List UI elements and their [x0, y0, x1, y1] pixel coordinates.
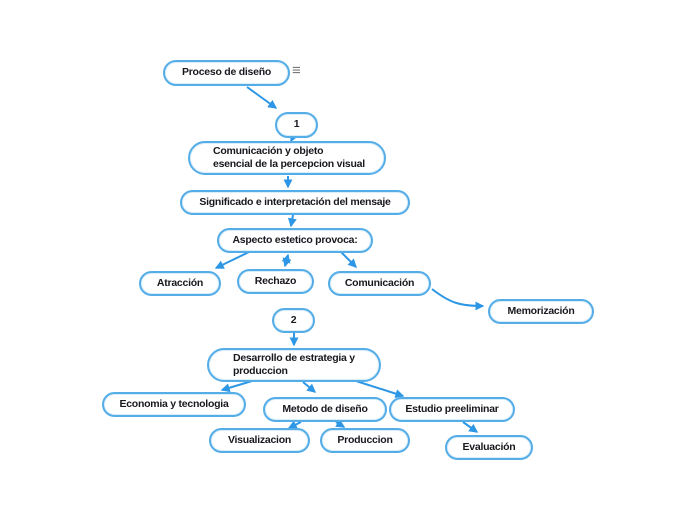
- connector-metodo-visualizacion: [287, 420, 302, 429]
- connector-proceso-step1: [246, 86, 278, 109]
- connector-desarrollo-metodo: [302, 381, 317, 393]
- mindmap-node-evaluacion[interactable]: Evaluación: [445, 435, 533, 460]
- mindmap-node-atraccion[interactable]: Atracción: [139, 271, 221, 296]
- mindmap-node-economia[interactable]: Economia y tecnologia: [102, 392, 246, 417]
- mindmap-node-memorizacion[interactable]: Memorización: [488, 299, 594, 324]
- mindmap-node-step-2[interactable]: 2: [272, 308, 315, 333]
- mindmap-node-metodo[interactable]: Metodo de diseño: [263, 397, 387, 422]
- mindmap-node-estudio[interactable]: Estudio preeliminar: [389, 397, 515, 422]
- mindmap-node-step-1[interactable]: 1: [275, 112, 318, 138]
- mindmap-node-rechazo[interactable]: Rechazo: [237, 269, 314, 294]
- connector-comunicacion-memorizacion: [431, 288, 485, 311]
- connector-significado-aspecto: [287, 214, 297, 228]
- connector-aspecto-comunicacion: [340, 251, 357, 268]
- connector-metodo-produccion: [335, 419, 346, 428]
- connector-estudio-evaluacion: [462, 421, 479, 433]
- connector-aspecto-rechazo-bidirectional: [281, 253, 292, 268]
- connector-desarrollo-economia: [220, 380, 253, 393]
- connector-aspecto-atraccion: [214, 251, 250, 269]
- mindmap-node-produccion[interactable]: Produccion: [320, 428, 410, 453]
- connector-desarrollo-estudio: [355, 380, 405, 398]
- mindmap-node-significado[interactable]: Significado e interpretación del mensaje: [180, 190, 410, 215]
- mindmap-node-proceso-de-diseno[interactable]: Proceso de diseño: [163, 60, 290, 86]
- mindmap-node-comunicacion-objeto[interactable]: Comunicación y objeto esencial de la per…: [188, 141, 386, 175]
- mindmap-node-visualizacion[interactable]: Visualizacion: [209, 428, 310, 453]
- node-menu-icon[interactable]: ≡: [292, 62, 301, 79]
- mindmap-node-desarrollo[interactable]: Desarrollo de estrategia y produccion: [207, 348, 381, 382]
- mindmap-node-aspecto-estetico[interactable]: Aspecto estetico provoca:: [217, 228, 373, 253]
- mindmap-node-comunicacion[interactable]: Comunicación: [328, 271, 431, 296]
